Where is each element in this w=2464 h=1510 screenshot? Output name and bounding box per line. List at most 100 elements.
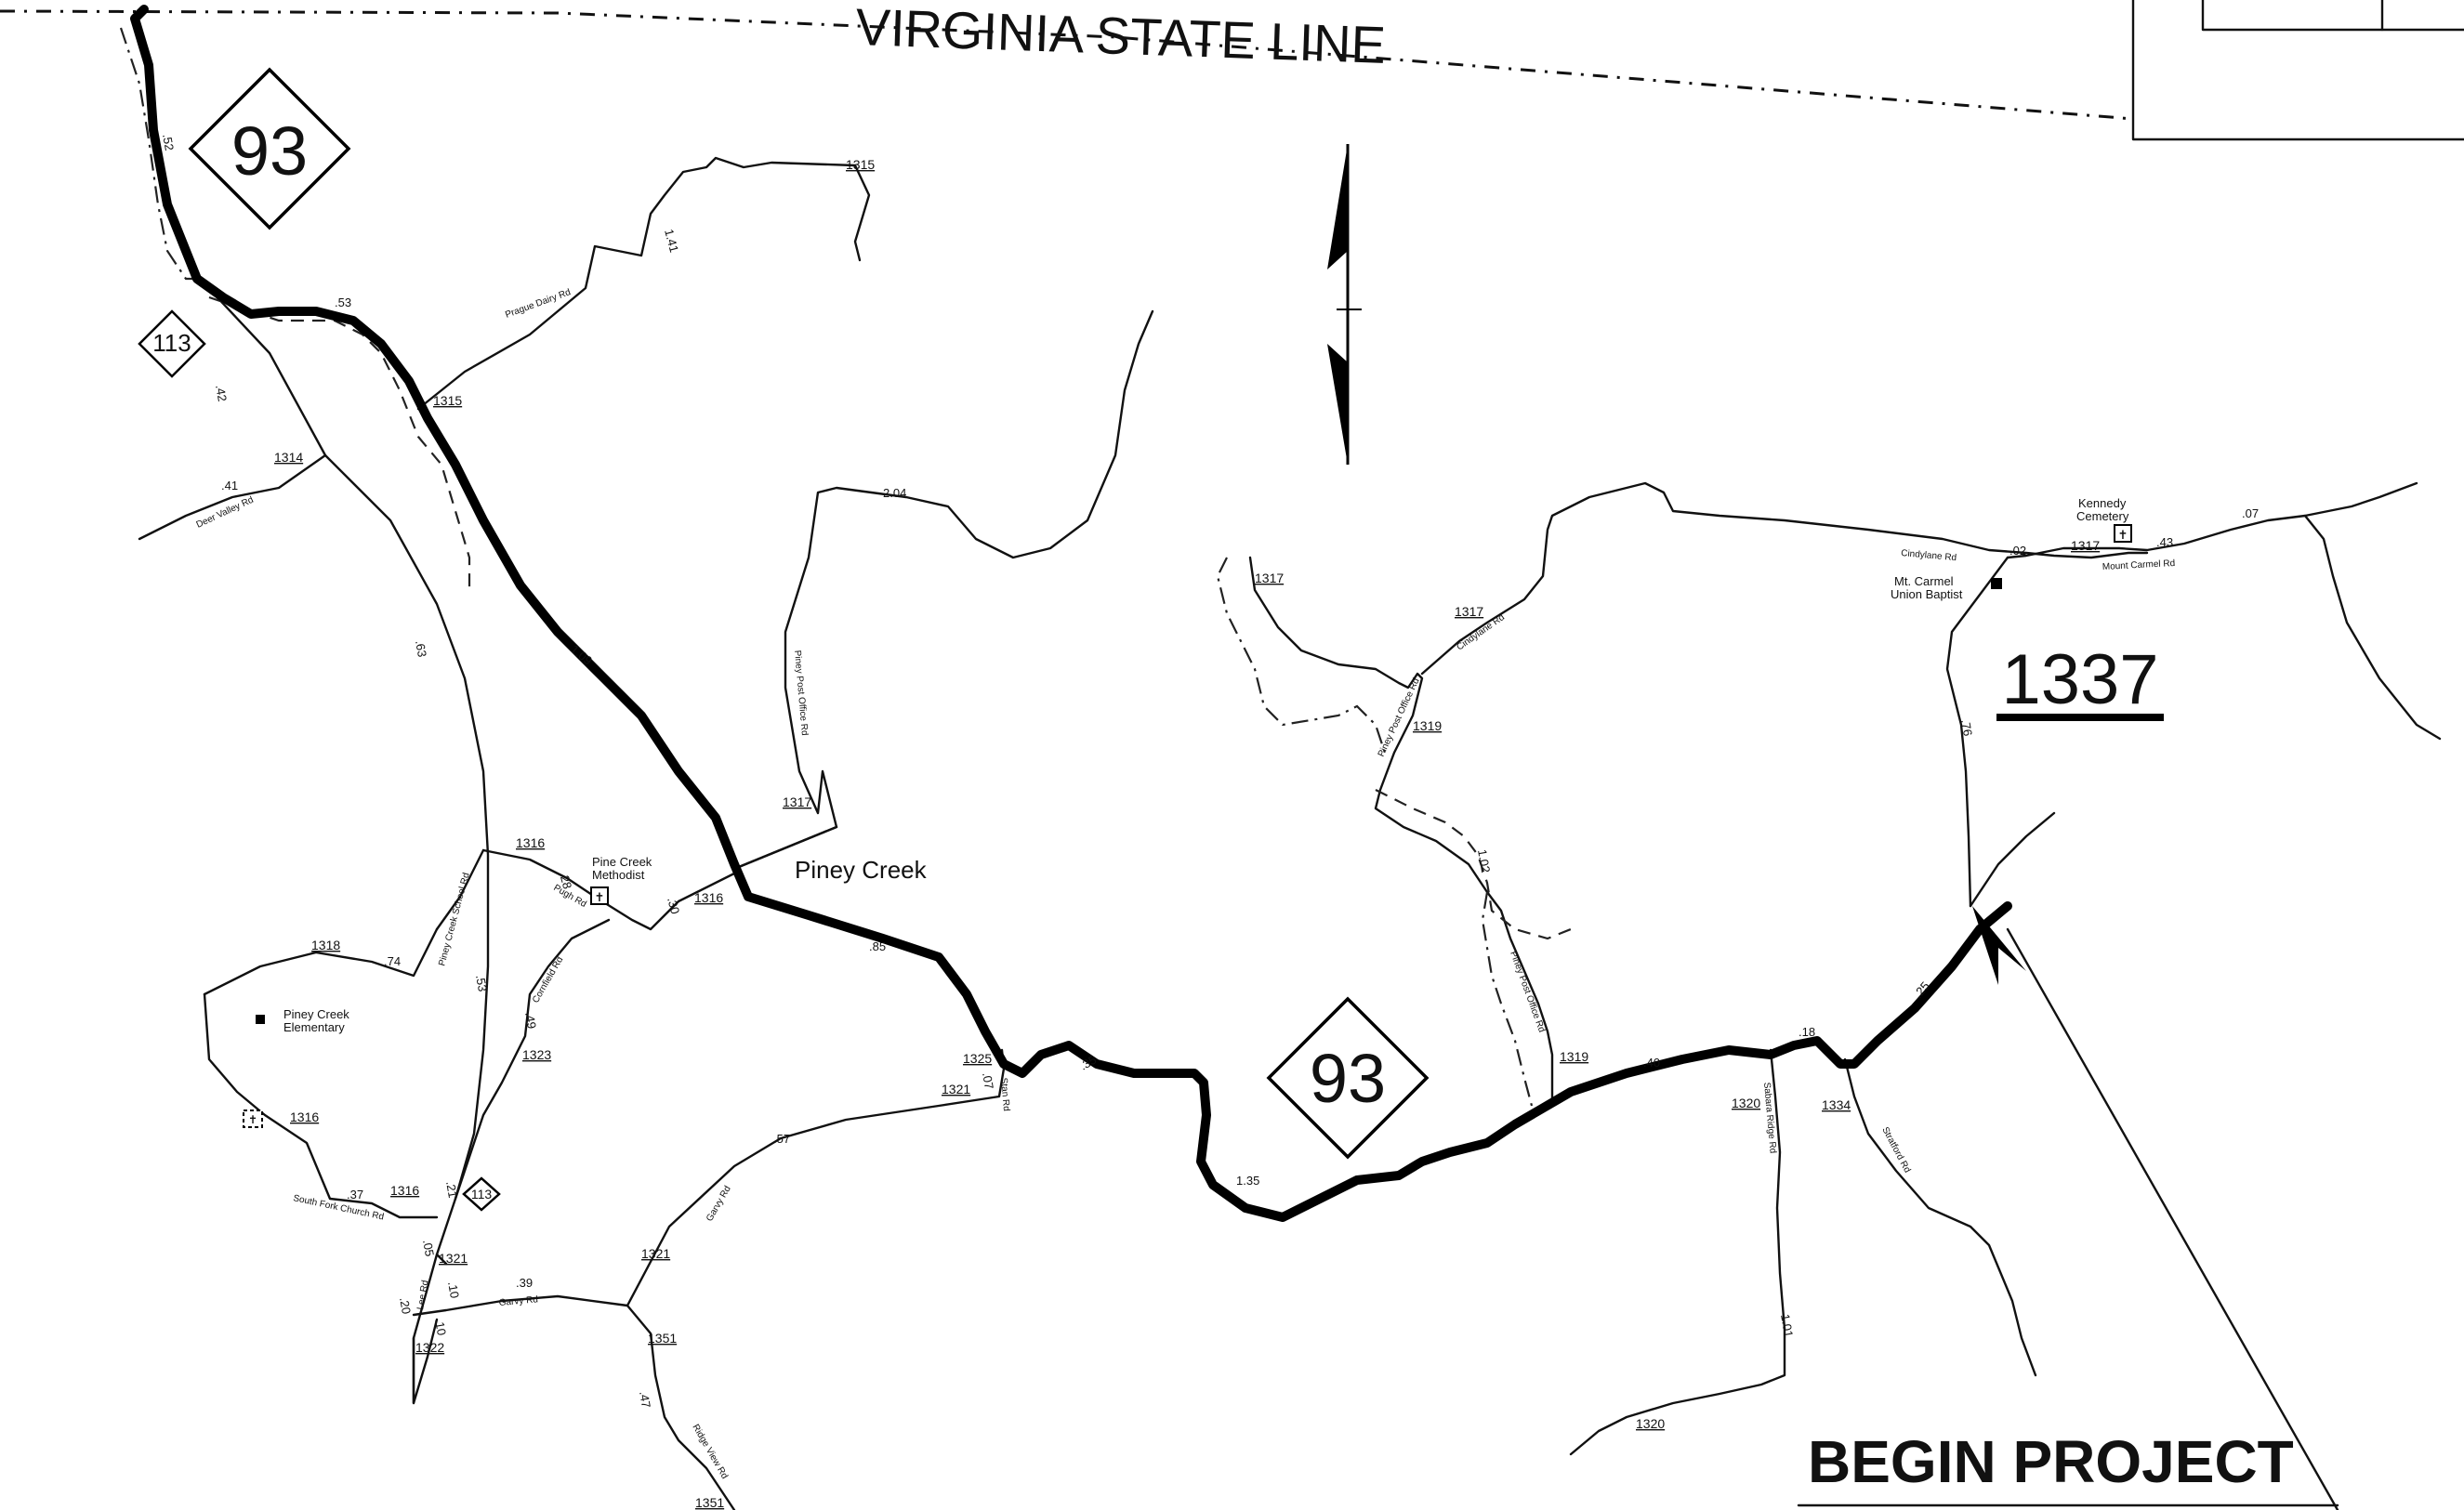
svg-text:1317: 1317 [783,794,811,809]
svg-text:1.41: 1.41 [662,228,681,254]
project-route-1337-label: 1337 [1996,640,2164,721]
minor-roads [138,156,2442,1510]
svg-text:.07: .07 [980,1071,996,1090]
route-number-labels: 1315 1315 1314 1317 1317 1317 1317 1316 … [274,157,2100,1510]
svg-text:.10: .10 [432,1318,449,1336]
svg-text:Union Baptist: Union Baptist [1891,587,1963,601]
svg-text:1316: 1316 [516,835,545,850]
svg-text:✝: ✝ [2118,528,2128,542]
svg-text:1321: 1321 [942,1082,970,1096]
svg-text:Piney Creek: Piney Creek [283,1007,349,1021]
svg-text:1316: 1316 [290,1110,319,1124]
pine-creek-methodist: ✝ Pine Creek Methodist [590,855,652,905]
svg-text:1322: 1322 [415,1340,444,1355]
svg-text:Mt. Carmel: Mt. Carmel [1894,574,1954,588]
svg-text:.41: .41 [221,479,238,492]
svg-text:Methodist: Methodist [592,868,645,882]
begin-project-arrow-icon [1972,906,2026,985]
svg-text:93: 93 [1310,1040,1386,1117]
begin-project-label: BEGIN PROJECT [1797,1428,2339,1507]
route-113-shield-south: 113 [462,1176,501,1212]
svg-text:.39: .39 [516,1276,533,1290]
svg-text:Prague Dairy Rd: Prague Dairy Rd [504,287,572,321]
svg-text:Stan Rd: Stan Rd [998,1077,1011,1111]
svg-text:1321: 1321 [439,1251,468,1266]
svg-text:.52: .52 [160,133,177,151]
north-arrow-icon [1327,144,1362,465]
kennedy-cemetery: ✝ Kennedy Cemetery [2076,496,2132,543]
svg-text:113: 113 [152,329,191,357]
svg-text:South Fork Church Rd: South Fork Church Rd [292,1193,385,1222]
state-line [0,9,2134,121]
svg-text:1317: 1317 [1455,604,1483,619]
svg-text:.40: .40 [1643,1056,1660,1070]
svg-text:.47: .47 [637,1390,653,1409]
svg-text:1.01: 1.01 [1778,1313,1796,1339]
svg-text:1319: 1319 [1413,718,1442,733]
svg-text:.21: .21 [443,1180,460,1199]
svg-text:.76: .76 [1958,718,1975,737]
svg-text:1337: 1337 [2001,640,2158,719]
svg-text:1.35: 1.35 [1236,1174,1259,1188]
svg-text:Cornfield Rd: Cornfield Rd [531,955,565,1005]
svg-text:1320: 1320 [1732,1096,1760,1110]
svg-text:1.02: 1.02 [1475,848,1493,874]
svg-text:1317: 1317 [2071,538,2100,553]
svg-text:.20: .20 [397,1296,414,1315]
svg-text:.57: .57 [773,1132,790,1146]
svg-text:1318: 1318 [311,938,340,952]
svg-text:.85: .85 [869,939,886,953]
svg-text:1351: 1351 [695,1495,724,1510]
svg-text:1319: 1319 [1560,1049,1588,1064]
distance-labels: .52 .53 .42 .41 1.41 2.04 1.09 .63 .85 1… [160,133,2259,1409]
svg-text:1325: 1325 [963,1051,992,1066]
svg-text:.49: .49 [522,1011,539,1030]
svg-text:Piney Post Office Rd: Piney Post Office Rd [792,650,810,736]
svg-text:.07: .07 [2242,506,2259,520]
piney-creek-elementary: Piney Creek Elementary [256,1007,349,1034]
route-93-shield-north: 93 [188,67,351,230]
svg-text:.42: .42 [213,384,230,402]
svg-text:.30: .30 [665,896,682,915]
cemetery-1316-icon: ✝ [243,1110,263,1128]
svg-text:1314: 1314 [274,450,303,465]
svg-text:.18: .18 [1799,1025,1815,1039]
svg-text:.02: .02 [2009,544,2026,558]
svg-text:Garvy Rd: Garvy Rd [498,1294,538,1308]
svg-text:Lee Rd: Lee Rd [415,1280,430,1311]
svg-text:.37: .37 [347,1188,363,1201]
svg-text:✝: ✝ [595,890,605,904]
svg-text:BEGIN PROJECT: BEGIN PROJECT [1808,1428,2294,1495]
svg-text:Cemetery: Cemetery [2076,509,2129,523]
svg-text:1320: 1320 [1636,1416,1665,1431]
svg-text:.28: .28 [557,871,574,890]
dashed-features [119,27,1572,1107]
svg-text:1315: 1315 [433,393,462,408]
svg-text:.53: .53 [473,974,490,992]
svg-text:1315: 1315 [846,157,875,172]
svg-text:Elementary: Elementary [283,1020,345,1034]
svg-text:1316: 1316 [694,890,723,905]
svg-text:Piney Creek School Rd: Piney Creek School Rd [437,872,471,967]
svg-text:.43: .43 [2156,535,2173,549]
route-113-shield-north: 113 [138,309,206,378]
svg-text:.10: .10 [445,1280,462,1299]
svg-text:Stratford Rd: Stratford Rd [1879,1125,1912,1175]
svg-text:113: 113 [471,1187,493,1201]
route-93-main-road [130,5,2012,1222]
svg-text:1317: 1317 [1255,571,1284,585]
svg-text:Kennedy: Kennedy [2078,496,2127,510]
svg-text:Mount Carmel Rd: Mount Carmel Rd [2102,558,2176,572]
svg-text:1321: 1321 [641,1246,670,1261]
svg-text:.74: .74 [384,954,401,968]
svg-text:93: 93 [231,112,308,190]
svg-text:1323: 1323 [522,1047,551,1062]
svg-text:1351: 1351 [648,1331,677,1346]
svg-text:.05: .05 [420,1239,437,1257]
piney-creek-place-label: Piney Creek [795,856,928,884]
svg-text:Cindylane Rd: Cindylane Rd [1901,548,1957,563]
mt-carmel-union-baptist: Mt. Carmel Union Baptist [1891,574,2002,601]
svg-text:1316: 1316 [390,1183,419,1198]
title-block [2131,0,2464,141]
